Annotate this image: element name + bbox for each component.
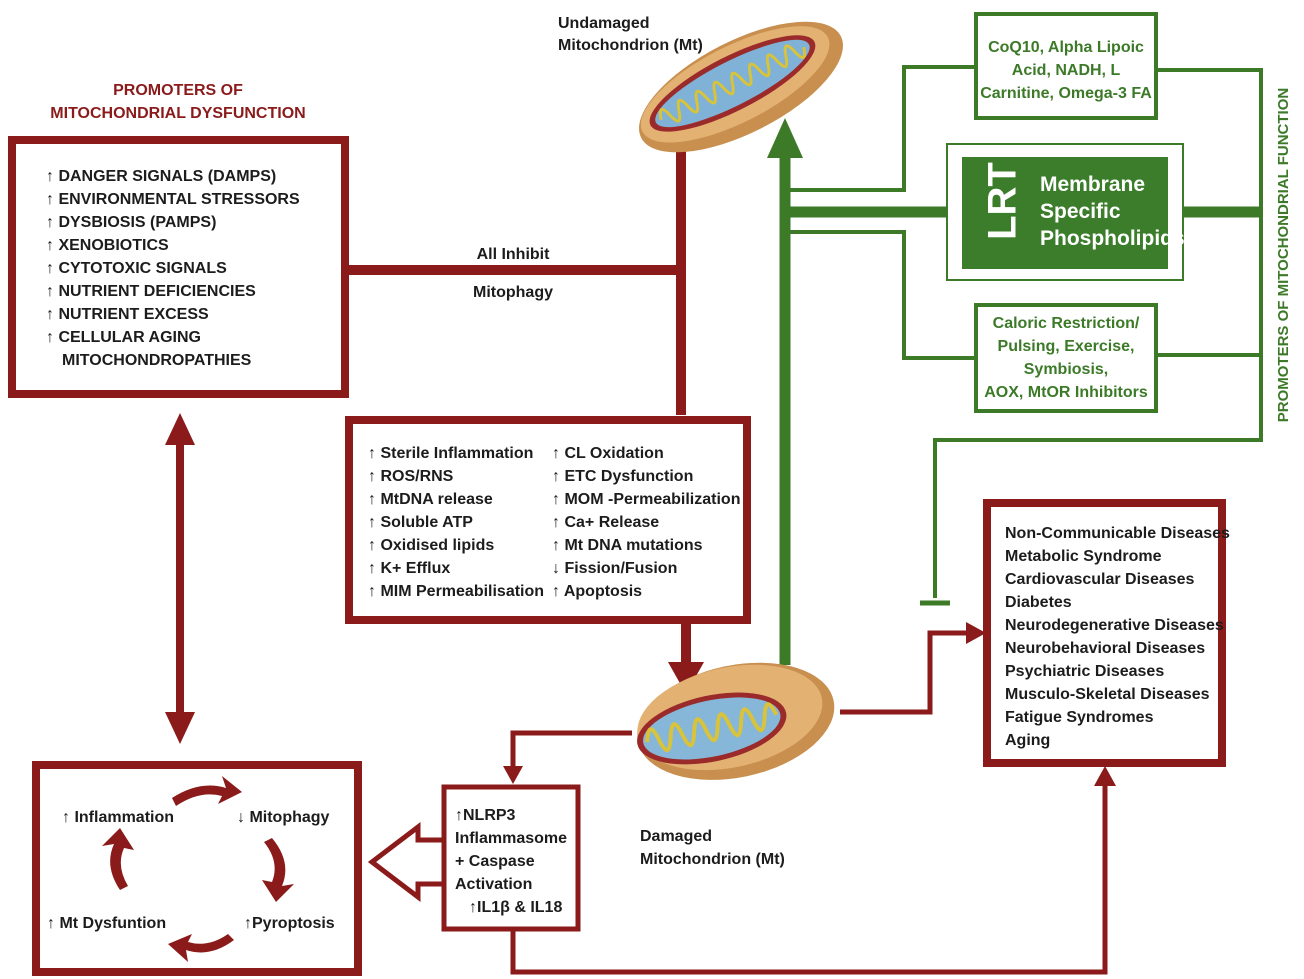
undamaged-label-1: Undamaged (558, 15, 650, 32)
cycle-box: ↑ Inflammation ↓ Mitophagy ↑Pyroptosis ↑… (32, 761, 362, 976)
nlrp3-line: Activation (455, 876, 532, 893)
nlrp3-line: + Caspase (455, 853, 535, 870)
lrt-line: Membrane (1040, 173, 1145, 196)
effect-item: ↑ Soluble ATP (368, 514, 473, 531)
dysfunction-item: ↑ DYSBIOSIS (PAMPS) (46, 214, 216, 231)
damaged-label-2: Mitochondrion (Mt) (640, 851, 785, 868)
nlrp3-line: ↑IL1β & IL18 (469, 899, 562, 916)
cycle-mt-dysfunction: ↑ Mt Dysfuntion (47, 915, 166, 932)
effect-item: ↑ Oxidised lipids (368, 537, 494, 554)
damaged-label-1: Damaged (640, 828, 712, 845)
disease-item: Cardiovascular Diseases (1005, 571, 1195, 588)
effect-item: ↓ Fission/Fusion (552, 560, 677, 577)
diseases-box: Non-Communicable Diseases Metabolic Synd… (983, 499, 1230, 767)
lifestyle-line: AOX, MtOR Inhibitors (984, 384, 1148, 401)
disease-item: Non-Communicable Diseases (1005, 525, 1230, 542)
disease-item: Psychiatric Diseases (1005, 663, 1164, 680)
dysfunction-item: ↑ DANGER SIGNALS (DAMPS) (46, 168, 276, 185)
lifestyle-box: Caloric Restriction/ Pulsing, Exercise, … (974, 303, 1158, 413)
effect-item: ↑ K+ Efflux (368, 560, 450, 577)
dysfunction-item: ↑ ENVIRONMENTAL STRESSORS (46, 191, 300, 208)
cycle-mitophagy: ↓ Mitophagy (237, 809, 330, 826)
effect-item: ↑ Apoptosis (552, 583, 642, 600)
double-arrow-up (165, 413, 195, 445)
lrt-line: Specific (1040, 200, 1121, 223)
hollow-arrow-to-cycle (367, 821, 442, 903)
promoters-function-title: PROMOTERS OF MITOCHONDRIAL FUNCTION (1275, 88, 1292, 422)
dysfunction-title-1: PROMOTERS OF (113, 82, 243, 99)
lifestyle-line: Symbiosis, (1024, 361, 1108, 378)
effect-item: ↑ Ca+ Release (552, 514, 659, 531)
dysfunction-item: ↑ NUTRIENT EXCESS (46, 306, 209, 323)
effect-item: ↑ ETC Dysfunction (552, 468, 693, 485)
double-arrow-down (165, 712, 195, 744)
lifestyle-line: Pulsing, Exercise, (998, 338, 1135, 355)
lifestyle-line: Caloric Restriction/ (993, 315, 1140, 332)
disease-item: Musculo-Skeletal Diseases (1005, 686, 1210, 703)
connectors (165, 65, 1263, 975)
green-arrow-up (767, 118, 803, 158)
effect-item: ↑ MtDNA release (368, 491, 493, 508)
disease-item: Neurobehavioral Diseases (1005, 640, 1205, 657)
disease-item: Metabolic Syndrome (1005, 548, 1162, 565)
cycle-arrow-top (172, 776, 242, 806)
effect-item: ↑ MOM -Permeabilization (552, 491, 740, 508)
lrt-logo: LRT (981, 162, 1025, 240)
disease-item: Diabetes (1005, 594, 1072, 611)
dysfunction-item: ↑ NUTRIENT DEFICIENCIES (46, 283, 256, 300)
mitophagy-label: Mitophagy (473, 284, 553, 301)
supplements-line: Carnitine, Omega-3 FA (980, 85, 1152, 102)
disease-item: Fatigue Syndromes (1005, 709, 1154, 726)
dysfunction-item: MITOCHONDROPATHIES (62, 352, 252, 369)
disease-item: Aging (1005, 732, 1050, 749)
lrt-box: LRT Membrane Specific Phospholipids (946, 143, 1185, 281)
supplements-line: Acid, NADH, L (1012, 62, 1121, 79)
effect-item: ↑ CL Oxidation (552, 445, 664, 462)
disease-item: Neurodegenerative Diseases (1005, 617, 1224, 634)
nlrp3-line: ↑NLRP3 (455, 807, 516, 824)
dysfunction-item: ↑ CELLULAR AGING (46, 329, 201, 346)
effect-item: ↑ Sterile Inflammation (368, 445, 533, 462)
nlrp3-box: ↑NLRP3 Inflammasome + Caspase Activation… (441, 784, 581, 932)
damaged-mitochondrion: Damaged Mitochondrion (Mt) (637, 662, 835, 868)
undamaged-mitochondrion: Undamaged Mitochondrion (Mt) (558, 15, 843, 153)
undamaged-mito-icon (639, 21, 843, 153)
lrt-line: Phospholipids (1040, 227, 1185, 250)
cycle-arrow-bottom (168, 934, 234, 962)
undamaged-label-2: Mitochondrion (Mt) (558, 37, 703, 54)
effect-item: ↑ Mt DNA mutations (552, 537, 703, 554)
effect-item: ↑ ROS/RNS (368, 468, 454, 485)
cycle-inflammation: ↑ Inflammation (62, 809, 174, 826)
supplements-box: CoQ10, Alpha Lipoic Acid, NADH, L Carnit… (974, 12, 1158, 120)
dysfunction-title-2: MITOCHONDRIAL DYSFUNCTION (50, 105, 305, 122)
dysfunction-item: ↑ CYTOTOXIC SIGNALS (46, 260, 227, 277)
effects-box: ↑ Sterile Inflammation ↑ ROS/RNS ↑ MtDNA… (345, 416, 751, 624)
dysfunction-item: ↑ XENOBIOTICS (46, 237, 169, 254)
cycle-arrow-right (262, 838, 294, 902)
arrow-to-damaged-mito (668, 662, 704, 694)
cycle-pyroptosis: ↑Pyroptosis (244, 915, 335, 932)
cycle-arrow-left (102, 828, 134, 890)
damaged-mito-icon (637, 662, 835, 780)
supplements-line: CoQ10, Alpha Lipoic (988, 39, 1144, 56)
nlrp3-line: Inflammasome (455, 830, 567, 847)
effect-item: ↑ MIM Permeabilisation (368, 583, 544, 600)
promoters-dysfunction-title: PROMOTERS OF MITOCHONDRIAL DYSFUNCTION (50, 82, 305, 122)
all-inhibit-label: All Inhibit (477, 246, 551, 263)
promoters-dysfunction-box: ↑ DANGER SIGNALS (DAMPS) ↑ ENVIRONMENTAL… (8, 136, 349, 398)
